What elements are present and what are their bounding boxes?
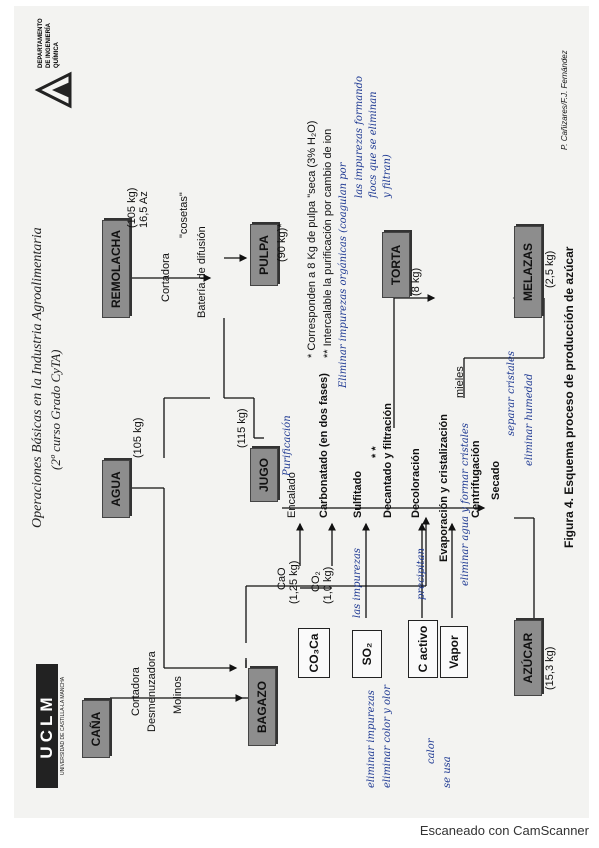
label-co2: CO₂ xyxy=(310,571,322,592)
node-torta: TORTA xyxy=(382,232,410,298)
scanner-watermark: Escaneado con CamScanner xyxy=(419,823,589,838)
label-desmenuzadora: Desmenuzadora xyxy=(146,651,158,732)
handwriting-separar: separar cristales xyxy=(506,350,517,436)
node-agua: AGUA xyxy=(102,460,130,518)
label-decoloracion: Decoloración xyxy=(410,448,422,518)
node-so2: SO₂ xyxy=(352,630,382,678)
label-remolacha-qty: (105 kg) xyxy=(126,187,138,228)
node-melazas: MELAZAS xyxy=(514,226,542,318)
rotated-sheet: UCLM UNIVERSIDAD DE CASTILLA-LA MANCHA O… xyxy=(14,6,589,818)
label-carbonatado: Carbonatado (en dos fases) xyxy=(318,373,330,518)
label-co2-qty: (1,0 kg) xyxy=(322,566,334,604)
handwriting-impurezas-3: flocs que se eliminan xyxy=(368,91,379,198)
figure-caption: Figura 4. Esquema proceso de producción … xyxy=(562,246,576,548)
label-pulpa-qty: (90 kg)* xyxy=(276,223,288,262)
label-mieles: mieles xyxy=(454,366,466,398)
scanned-page: UCLM UNIVERSIDAD DE CASTILLA-LA MANCHA O… xyxy=(14,6,589,818)
node-jugo: JUGO xyxy=(250,448,278,502)
node-pulpa: PULPA xyxy=(250,224,278,286)
label-double-star: * * xyxy=(370,446,382,458)
flow-lines xyxy=(110,254,545,702)
label-torta-qty: (8 kg) xyxy=(410,267,422,296)
handwriting-eliminar-cristales: eliminar agua y formar cristales xyxy=(460,423,471,586)
handwriting-left-2: eliminar color y olor xyxy=(382,684,393,788)
label-centrifugacion: Centrifugación xyxy=(470,440,482,518)
handwriting-las-impurezas: las impurezas xyxy=(352,547,363,618)
department-emblem-icon xyxy=(34,71,72,109)
label-bateria: Batería de difusión xyxy=(196,226,208,318)
label-molinos: Molinos xyxy=(172,676,184,714)
label-melazas-qty: (2,5 kg) xyxy=(544,250,556,288)
handwriting-humedad: eliminar humedad xyxy=(524,373,535,466)
node-remolacha: REMOLACHA xyxy=(102,220,130,318)
label-evaporacion: Evaporación y cristalización xyxy=(438,414,450,562)
handwriting-impurezas-2: las impurezas formando xyxy=(354,75,365,198)
label-cortadora-2: Cortadora xyxy=(160,253,172,302)
label-secado: Secado xyxy=(490,460,502,500)
label-agua-qty: (105 kg) xyxy=(132,417,144,458)
label-cao: CaO xyxy=(276,567,288,590)
node-bagazo: BAGAZO xyxy=(248,668,276,746)
handwriting-left-3: calor xyxy=(426,738,437,764)
label-azucar-qty: (15,3 kg) xyxy=(544,646,556,690)
handwriting-purificacion: Purificación xyxy=(282,415,293,476)
handwriting-left-1: eliminar impurezas xyxy=(366,690,377,788)
node-vapor: Vapor xyxy=(440,626,468,678)
label-encalado: Encalado xyxy=(286,472,298,518)
handwriting-impurezas-4: y filtran) xyxy=(382,154,393,198)
department-logo: DEPARTAMENTO DE INGENIERÍA QUÍMICA xyxy=(34,14,74,110)
label-cao-qty: (1,25 kg) xyxy=(288,560,300,604)
footnote-2: ** Intercalable la purificación por camb… xyxy=(322,128,334,358)
node-co3ca: CO₃Ca xyxy=(298,628,330,678)
node-cana: CAÑA xyxy=(82,700,110,758)
label-cosetas: "cosetas" xyxy=(178,192,190,238)
handwriting-left-4: se usa xyxy=(442,756,453,788)
label-cortadora: Cortadora xyxy=(130,667,142,716)
node-c-activo: C activo xyxy=(408,620,438,678)
node-azucar: AZÚCAR xyxy=(514,620,542,696)
footnote-1: * Corresponden a 8 Kg de pulpa "seca (3%… xyxy=(306,120,318,358)
label-decantado: Decantado y filtración xyxy=(382,403,394,518)
label-sulfitado: Sulfitado xyxy=(352,470,364,518)
handwriting-precipitan: precipitan xyxy=(416,548,427,600)
label-remolacha-az: 16,5 Az xyxy=(138,191,150,228)
label-jugo-qty: (115 kg) xyxy=(236,408,248,448)
handwriting-impurezas-1: Eliminar impurezas orgánicas (coagulan p… xyxy=(338,162,349,388)
